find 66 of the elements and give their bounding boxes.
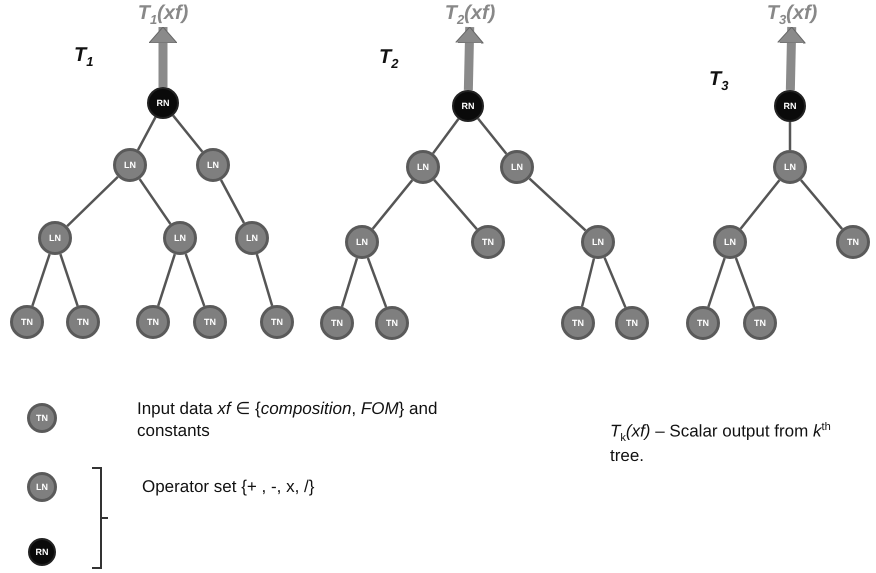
tree-branch — [136, 116, 157, 151]
legend-description: Operator set {+ , -, x, /} — [142, 476, 316, 498]
output-arrow — [454, 26, 484, 90]
node-circle: LN — [235, 221, 269, 255]
node-circle: LN — [113, 148, 147, 182]
tree-branch — [366, 258, 388, 308]
tree-branch — [800, 179, 844, 230]
tree-branch — [788, 122, 792, 150]
node-circle: TN — [836, 225, 870, 259]
root-node-circle: RN — [452, 90, 484, 122]
node-circle: TN — [743, 306, 777, 340]
node-circle: TN — [136, 305, 170, 339]
node-circle: LN — [345, 225, 379, 259]
node-circle: LN — [163, 221, 197, 255]
tree-branch — [220, 179, 246, 224]
tree-branch — [603, 257, 627, 308]
output-label: T$_{2}$(xf) — [444, 2, 496, 27]
tree-branch — [580, 258, 596, 307]
node-circle: LN — [406, 150, 440, 184]
tree-branch — [59, 254, 79, 306]
node-circle: TN — [561, 306, 595, 340]
tree-branch — [340, 258, 358, 308]
node-circle: LN — [27, 472, 57, 502]
node-circle: TN — [66, 305, 100, 339]
tree-branch — [740, 180, 780, 230]
node-circle: LN — [196, 148, 230, 182]
output-label: T$_{1}$(xf) — [138, 2, 188, 27]
node-circle: TN — [260, 305, 294, 339]
root-node-circle: RN — [28, 538, 56, 566]
node-circle: TN — [27, 403, 57, 433]
tree-branch — [477, 118, 508, 155]
tree-branch — [432, 118, 460, 154]
tree-branch — [66, 176, 119, 228]
node-circle: TN — [686, 306, 720, 340]
node-circle: LN — [581, 225, 615, 259]
tree-branch — [184, 254, 206, 306]
output-arrow — [148, 26, 178, 87]
node-circle: TN — [193, 305, 227, 339]
tree-branch — [433, 179, 478, 230]
legend-description: Input data xf ∈ {composition, FOM} and constants — [137, 398, 438, 442]
legend-description: T$_{k}$(xf) – Scalar output from k$^{th}$ tree. — [610, 420, 832, 468]
node-circle: LN — [500, 150, 534, 184]
output-arrow — [776, 26, 806, 90]
root-node-circle: RN — [774, 90, 806, 122]
node-circle: TN — [471, 225, 505, 259]
tree-branch — [372, 179, 414, 230]
tree-branch — [157, 254, 176, 306]
root-node-circle: RN — [147, 87, 179, 119]
tree-branch — [31, 254, 51, 306]
tree-label: T$_{1}$ — [74, 43, 94, 71]
tree-branch — [528, 178, 586, 232]
node-circle: TN — [615, 306, 649, 340]
node-circle: TN — [320, 306, 354, 340]
node-circle: TN — [375, 306, 409, 340]
tree-branch — [256, 254, 274, 306]
node-circle: LN — [773, 150, 807, 184]
output-label: T$_{3}$(xf) — [766, 2, 818, 27]
tree-label: T$_{2}$ — [379, 45, 398, 73]
tree-label: T$_{3}$ — [709, 67, 728, 95]
tree-branch — [707, 258, 726, 308]
tree-branch — [172, 114, 204, 153]
node-circle: LN — [38, 221, 72, 255]
tree-branch — [734, 258, 756, 308]
node-circle: LN — [713, 225, 747, 259]
tree-branch — [138, 178, 172, 225]
node-circle: TN — [10, 305, 44, 339]
